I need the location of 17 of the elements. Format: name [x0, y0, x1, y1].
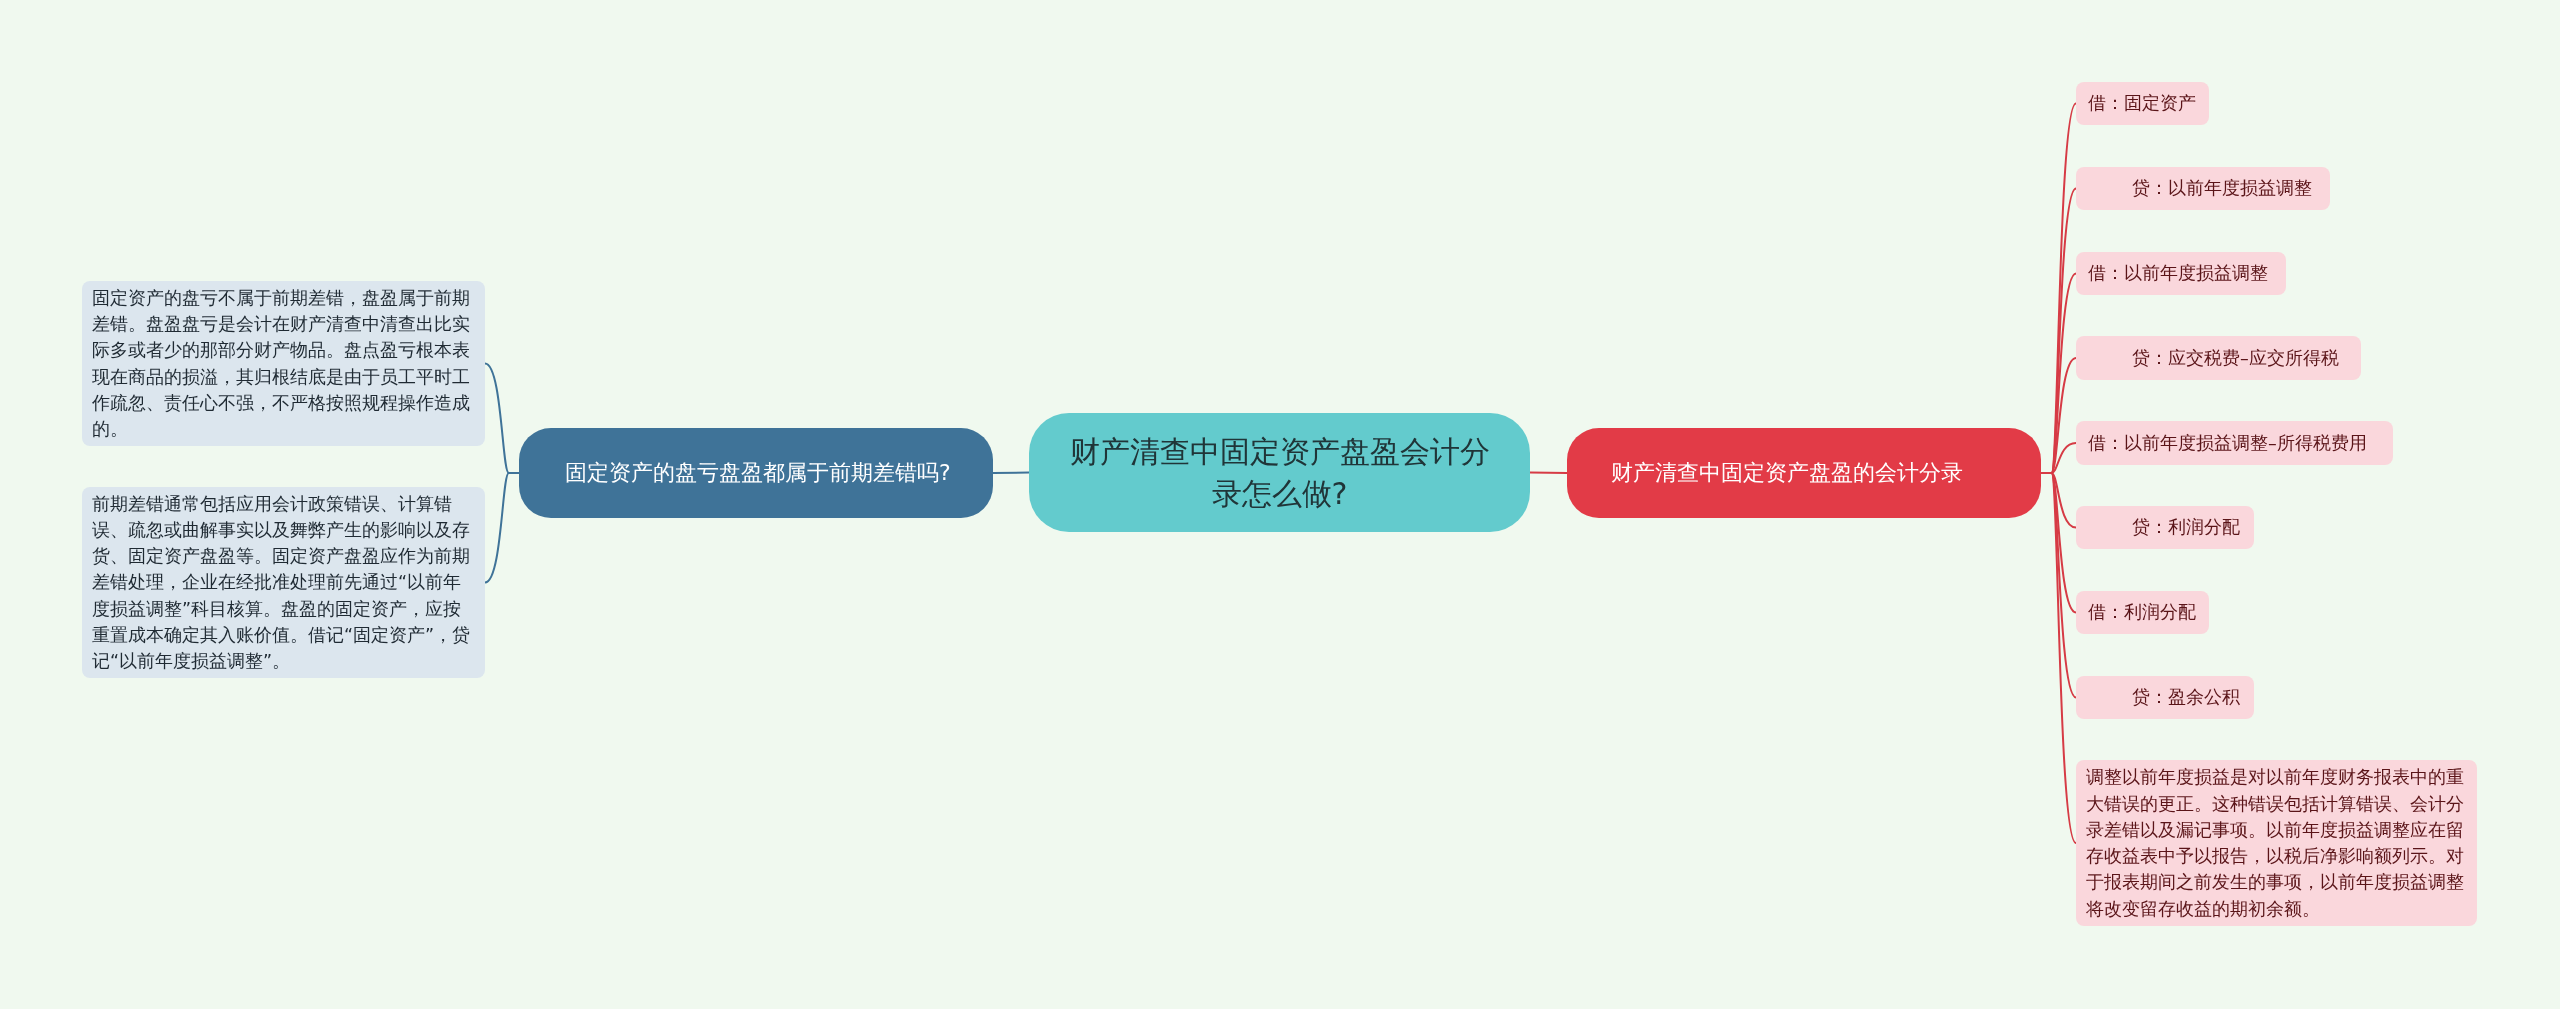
entry-box: 贷：利润分配 [2076, 506, 2254, 549]
connector-line [992, 471, 1030, 474]
subtopic-box: 财产清查中固定资产盘盈的会计分录 [1567, 428, 2041, 518]
entry-box: 借：以前年度损益调整–所得税费用 [2076, 421, 2393, 465]
note-box: 固定资产的盘亏不属于前期差错，盘盈属于前期差错。盘盈盘亏是会计在财产清查中清查出比实际多或者少的那部分财产物品。盘点盈亏根本表现在商品的损溢，其归根结底是由于员工平时工作疏忽、责任心不强，不严格按照规程操作造成的。 [82, 281, 485, 446]
entry-box: 贷：应交税费–应交所得税 [2076, 336, 2361, 380]
entry-box: 贷：盈余公积 [2076, 676, 2254, 719]
entry-box: 借：以前年度损益调整 [2076, 252, 2286, 295]
topic-box: 财产清查中固定资产盘盈会计分录怎么做? [1029, 413, 1530, 532]
connector-line [1529, 471, 1568, 474]
connector-line [484, 472, 520, 584]
entry-box: 贷：以前年度损益调整 [2076, 167, 2330, 210]
note-box: 调整以前年度损益是对以前年度财务报表中的重大错误的更正。这种错误包括计算错误、会计分录差错以及漏记事项。以前年度损益调整应在留存收益表中予以报告，以税后净影响额列示。对于报表期间之前发生的事项，以前年度损益调整将改变留存收益的期初余额。 [2076, 760, 2477, 926]
entry-box: 借：固定资产 [2076, 82, 2209, 125]
subtopic-box: 固定资产的盘亏盘盈都属于前期差错吗? [519, 428, 993, 518]
note-box: 前期差错通常包括应用会计政策错误、计算错误、疏忽或曲解事实以及舞弊产生的影响以及存货、固定资产盘盈等。固定资产盘盈应作为前期差错处理，企业在经批准处理前先通过“以前年度损益调整”科目核算。盘盈的固定资产，应按重置成本确定其入账价值。借记“固定资产”，贷记“以前年度损益调整”。 [82, 487, 485, 678]
entry-box: 借：利润分配 [2076, 591, 2209, 634]
